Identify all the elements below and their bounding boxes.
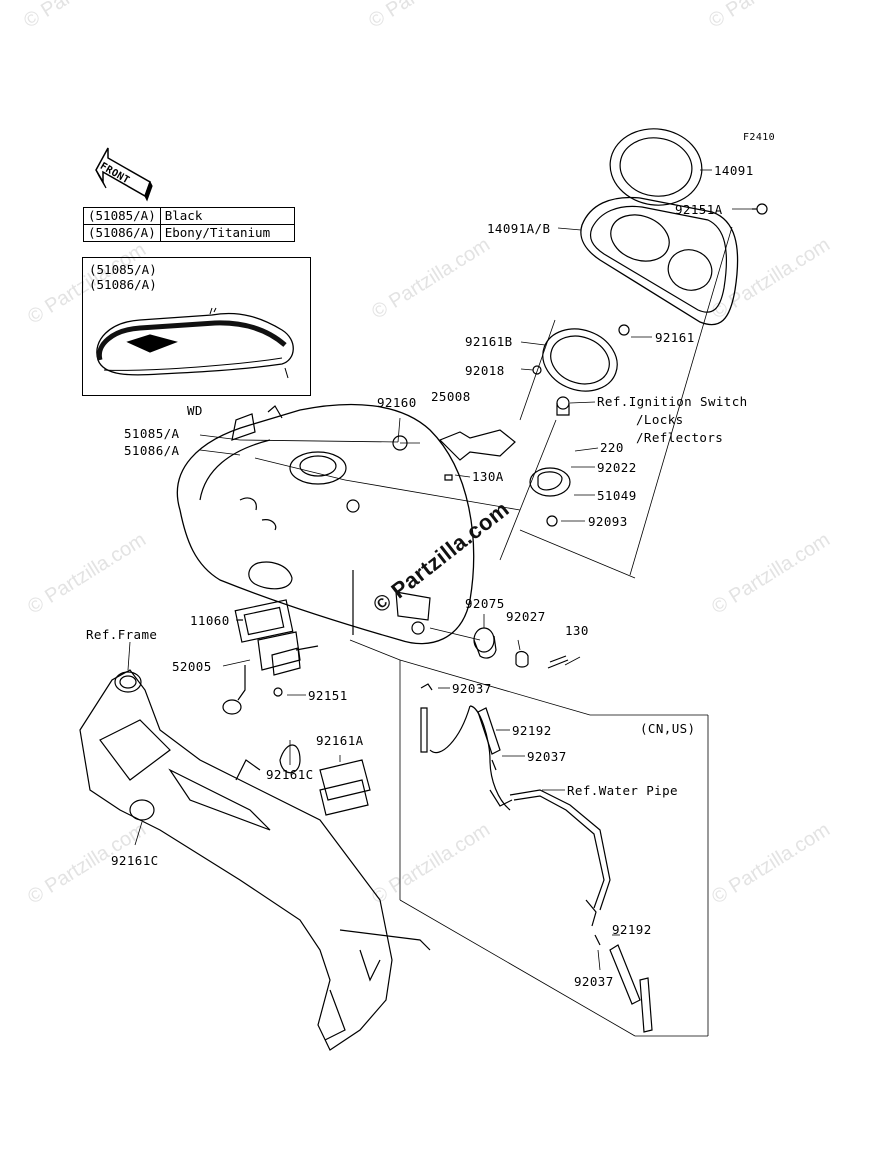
- part-label-92037: 92037: [527, 749, 567, 764]
- part-label-92027: 92027: [506, 609, 546, 624]
- part-label-51085a: 51085/A: [124, 426, 180, 441]
- tank-leader-lines: [199, 417, 709, 1037]
- color-table-row: (51085/A) Black: [83, 207, 295, 225]
- part-label-51049: 51049: [597, 488, 637, 503]
- fuel-tank-drawing: [176, 403, 475, 645]
- part-label-92161c: 92161C: [266, 767, 314, 782]
- color-table-row: (51086/A) Ebony/Titanium: [83, 224, 295, 242]
- tank-inset-drawing: [96, 307, 294, 379]
- part-label-92161a: 92161A: [316, 733, 364, 748]
- part-label-11060: 11060: [190, 613, 230, 628]
- part-label-92093: 92093: [588, 514, 628, 529]
- part-label-92022: 92022: [597, 460, 637, 475]
- part-label-92151: 92151: [308, 688, 348, 703]
- color-table-color: Ebony/Titanium: [159, 224, 295, 242]
- part-label-130a: 130A: [472, 469, 504, 484]
- ref-reflectors-label: /Reflectors: [636, 430, 724, 445]
- figure-code: F2410: [743, 132, 776, 143]
- frame-leader-lines: [127, 614, 620, 971]
- ref-frame-label: Ref.Frame: [86, 627, 158, 642]
- tank-inset-code: (51086/A): [89, 277, 157, 292]
- fuel-pump-drawing: [222, 599, 319, 715]
- ref-water-pipe-label: Ref.Water Pipe: [567, 783, 678, 798]
- tank-inset-box: (51085/A) (51086/A): [82, 257, 311, 396]
- part-label-92192: 92192: [512, 723, 552, 738]
- leader-lines: [499, 169, 756, 579]
- part-label-52005: 52005: [172, 659, 212, 674]
- part-label-220: 220: [600, 440, 624, 455]
- ref-ignition-label: Ref.Ignition Switch: [597, 394, 748, 409]
- part-label-92161c: 92161C: [111, 853, 159, 868]
- color-table-part: (51085/A): [83, 207, 161, 225]
- part-label-14091ab: 14091A/B: [487, 221, 551, 236]
- part-label-92075: 92075: [465, 596, 505, 611]
- part-label-51086a: 51086/A: [124, 443, 180, 458]
- bracket-25008-drawing: [392, 429, 516, 481]
- ref-locks-label: /Locks: [636, 412, 684, 427]
- wd-label: WD: [187, 403, 203, 418]
- part-label-130: 130: [565, 623, 589, 638]
- part-label-92161: 92161: [655, 330, 695, 345]
- part-label-92151a: 92151A: [675, 202, 723, 217]
- cn-us-label: (CN,US): [640, 721, 696, 736]
- frame-drawing: [79, 669, 431, 1051]
- part-label-25008: 25008: [431, 389, 471, 404]
- part-label-92192: 92192: [612, 922, 652, 937]
- right-small-parts-drawing: [473, 467, 571, 669]
- front-arrow-icon: [95, 147, 153, 202]
- part-label-92160: 92160: [377, 395, 417, 410]
- water-pipe-drawing: [420, 683, 653, 1033]
- color-table-part: (51086/A): [83, 224, 161, 242]
- part-label-92018: 92018: [465, 363, 505, 378]
- color-table-color: Black: [159, 207, 295, 225]
- part-label-92161b: 92161B: [465, 334, 513, 349]
- part-label-92037: 92037: [574, 974, 614, 989]
- part-label-92037: 92037: [452, 681, 492, 696]
- part-label-14091: 14091: [714, 163, 754, 178]
- color-table: (51085/A) Black (51086/A) Ebony/Titanium: [83, 207, 295, 242]
- tank-inset-code: (51085/A): [89, 262, 157, 277]
